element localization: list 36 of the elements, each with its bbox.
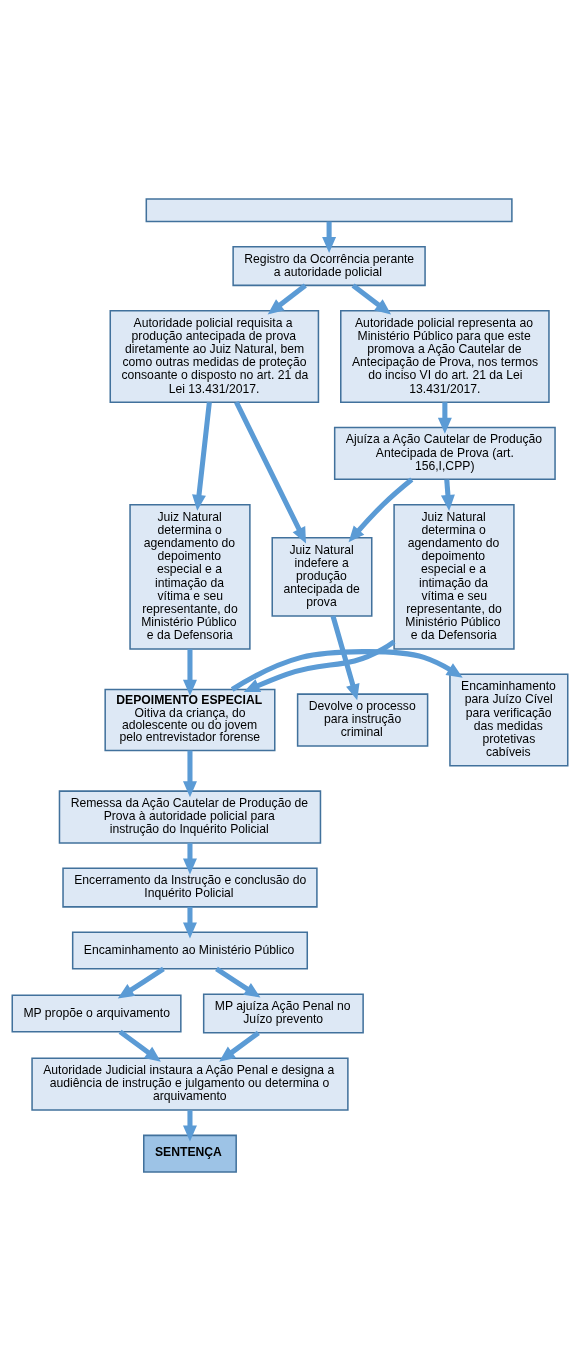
node-box: Juiz Natural determina o agendamento do depoimento especial e a intimação da vítima e seu representante, do Ministério Público e da Defensoria (393, 503, 515, 650)
node-box: Remessa da Ação Cautelar de Produção de Prova à autoridade policial para instrução do Inquérito Policial (58, 789, 322, 844)
arrow (182, 842, 197, 874)
arrow (330, 614, 360, 700)
arrow (230, 648, 463, 692)
arrow (182, 750, 197, 797)
arrow (215, 966, 261, 998)
arrow (118, 1029, 161, 1062)
arrow (219, 1030, 260, 1062)
node-box: Encerramento da Instrução e conclusão do Inquérito Policial (62, 867, 318, 908)
arrow (117, 966, 165, 999)
node-box: Ajuíza a Ação Cautelar de Produção Antecipada de Prova (art. 156,I,CPP) (333, 426, 556, 480)
node-box: Autoridade policial requisita a produção antecipada de prova diretamente ao Juiz Natural, bem como outras medidas de proteção consoante o disposto no art. 21 da Lei 13.431/2017. (109, 309, 320, 403)
node-box: Devolve o processo para instrução criminal (296, 692, 429, 747)
arrow (182, 906, 197, 938)
node-box: DEPOIMENTO ESPECIAL Oitiva da criança, do adolescente ou do jovem pelo entrevistador forense (104, 688, 276, 751)
node-box (145, 197, 513, 222)
arrow (437, 401, 452, 434)
node-box: MP ajuíza Ação Penal no Juízo prevento (202, 992, 364, 1034)
node-box: Encaminhamento ao Ministério Público (71, 931, 308, 970)
arrow (192, 401, 212, 511)
node-box: SENTENÇA (143, 1134, 237, 1173)
node-box: Registro da Ocorrência perante a autoridade policial (232, 245, 426, 286)
node-box: MP propõe o arquivamento (11, 994, 182, 1033)
node-box: Autoridade Judicial instaura a Ação Penal e designa a audiência de instrução e julgamento ou determina o arquivamento (31, 1056, 349, 1111)
node-box: Autoridade policial representa ao Ministério Público para que este promova a Ação Cautelar de Antecipação de Prova, nos termos do inciso VI do art. 21 da Lei 13.431/2017. (340, 309, 550, 403)
node-box: Juiz Natural indefere a produção antecipada de prova (271, 536, 373, 617)
node-box: Juiz Natural determina o agendamento do depoimento especial e a intimação da vítima e seu representante, do Ministério Público e da Defensoria (129, 503, 251, 650)
node-box: Encaminhamento para Juízo Cível para verificação das medidas protetivas cabíveis (449, 673, 569, 766)
arrow (267, 282, 307, 314)
arrow (182, 648, 197, 696)
arrow (348, 477, 414, 542)
arrow (234, 400, 306, 543)
arrow (182, 1109, 197, 1141)
arrow (351, 282, 392, 314)
arrow (243, 639, 396, 692)
